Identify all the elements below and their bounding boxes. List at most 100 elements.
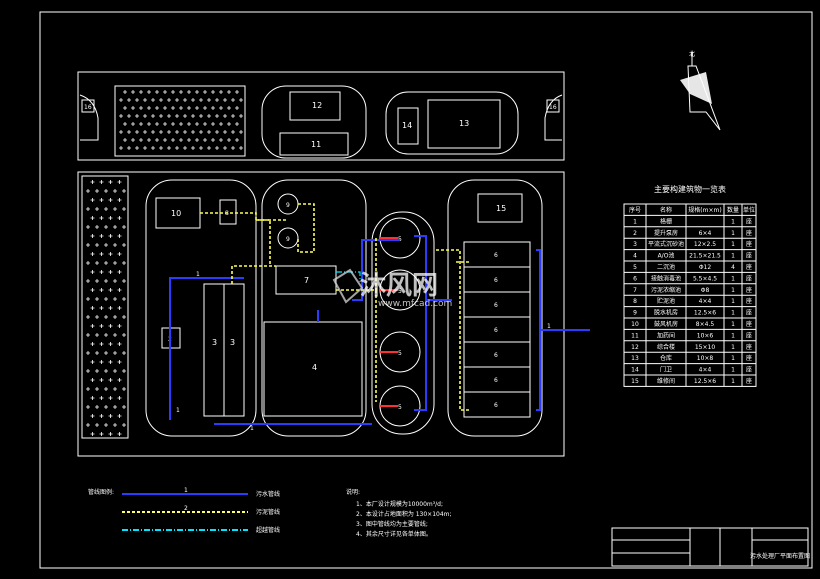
table-cell: 10×8 xyxy=(697,355,714,362)
table-cell: 13 xyxy=(631,355,639,362)
table-cell: 10 xyxy=(631,321,639,328)
contact-tank-label: 6 xyxy=(494,352,498,359)
unit-13-label: 13 xyxy=(459,119,469,128)
table-cell: 格栅 xyxy=(660,217,672,225)
table-cell: 6 xyxy=(633,275,637,282)
table-cell: 座 xyxy=(746,286,752,294)
sewage-pipelines xyxy=(169,235,590,425)
clarifier-label: 5 xyxy=(398,288,402,295)
table-cell: 3 xyxy=(633,241,637,248)
unit-11 xyxy=(279,132,349,156)
green-area-top xyxy=(114,85,246,157)
unit-16-right-label: 16 xyxy=(549,104,557,111)
table-cell: 座 xyxy=(746,309,752,317)
table-cell: 6×4 xyxy=(699,230,712,237)
contact-tank-label: 6 xyxy=(494,252,498,259)
pipe-label-1d: 1 xyxy=(547,323,551,330)
table-cell: 座 xyxy=(746,320,752,328)
table-cell: 1 xyxy=(731,332,735,339)
note-line: 1、本厂设计规模为10000m³/d; xyxy=(356,500,443,508)
table-cell: 加药间 xyxy=(657,331,675,339)
block-pretreatment xyxy=(145,179,257,437)
unit-7-label: 7 xyxy=(304,276,309,285)
table-cell: A/O池 xyxy=(658,252,675,260)
unit-14 xyxy=(397,107,419,145)
table-cell: 5.5×4.5 xyxy=(693,275,717,282)
table-cell: 座 xyxy=(746,377,752,385)
table-cell: 7 xyxy=(633,287,637,294)
unit-4-label: 4 xyxy=(312,363,317,372)
lower-zone-boundary xyxy=(77,171,565,457)
table-cell: 二沉池 xyxy=(657,263,675,271)
table-cell: 接触消毒池 xyxy=(651,274,681,282)
unit-13 xyxy=(427,99,501,149)
unit-14-label: 14 xyxy=(402,121,412,130)
table-cell: 10×6 xyxy=(697,332,714,339)
table-cell: Φ8 xyxy=(701,287,710,294)
block-warehouse xyxy=(385,91,519,155)
unit-3-label: 3 xyxy=(212,338,217,347)
unit-11-label: 11 xyxy=(311,140,321,149)
table-cell: 维修间 xyxy=(657,377,675,385)
table-cell: 座 xyxy=(746,343,752,351)
table-cell: 4 xyxy=(731,264,735,271)
gate-right xyxy=(544,94,563,141)
watermark-url: www.mfcad.com xyxy=(378,299,452,309)
table-cell: 1 xyxy=(731,378,735,385)
unit-9-top-label: 9 xyxy=(286,202,290,209)
table-cell: 12.5×6 xyxy=(694,378,716,385)
watermark: 沐风网 www.mfcad.com xyxy=(332,268,452,309)
table-cell: 鼓风机房 xyxy=(654,320,678,328)
unit-9-bottom-label: 9 xyxy=(286,236,290,243)
table-cell: 综合楼 xyxy=(657,343,675,351)
table-cell: 8×4.5 xyxy=(696,321,715,328)
table-cell: 8 xyxy=(633,298,637,305)
note-line: 2、本设计占地面积为 130×104m; xyxy=(356,510,452,518)
table-cell: 1 xyxy=(731,355,735,362)
legend-label: 超越管线 xyxy=(256,526,280,534)
legend-marker: 1 xyxy=(184,487,188,494)
table-cell: 15 xyxy=(631,378,639,385)
table-cell: 污泥浓缩池 xyxy=(651,286,681,294)
table-header-cell: 数量 xyxy=(727,206,739,214)
top-zone-boundary xyxy=(77,71,565,161)
table-cell: 15×10 xyxy=(695,344,715,351)
table-header-cell: 规格(m×m) xyxy=(688,206,721,214)
table-cell: 座 xyxy=(746,252,752,260)
green-hatch-top xyxy=(119,90,243,150)
drawing-title: 污水处理厂平面布置图 xyxy=(750,552,810,560)
table-cell: 1 xyxy=(731,287,735,294)
table-cell: 1 xyxy=(731,310,735,317)
unit-8 xyxy=(219,199,237,225)
unit-15-label: 15 xyxy=(496,204,506,213)
title-block xyxy=(611,527,809,567)
unit-4 xyxy=(263,321,363,417)
table-cell: 4×4 xyxy=(699,367,712,374)
table-cell: 11 xyxy=(631,332,639,339)
table-cell: 座 xyxy=(746,331,752,339)
table-cell: 21.5×21.5 xyxy=(689,253,721,260)
table-cell: 12×2.5 xyxy=(694,241,716,248)
table-cell: 1 xyxy=(731,241,735,248)
table-cell: 1 xyxy=(731,344,735,351)
table-cell: 座 xyxy=(746,240,752,248)
table-cell: 提升泵房 xyxy=(654,229,678,237)
table-cell: 贮泥池 xyxy=(657,297,675,305)
table-cell: 门卫 xyxy=(660,366,672,374)
green-area-left xyxy=(81,175,129,439)
unit-16-right xyxy=(546,99,560,113)
contact-tank-label: 6 xyxy=(494,327,498,334)
contact-tank-label: 6 xyxy=(494,277,498,284)
north-arrow xyxy=(680,52,721,131)
table-cell: 1 xyxy=(731,230,735,237)
table-cell: 座 xyxy=(746,274,752,282)
pipe-label-1c: 1 xyxy=(250,425,254,432)
note-line: 4、其余尺寸详见各单体图。 xyxy=(356,530,432,538)
legend-label: 污水管线 xyxy=(256,490,280,498)
legend-title: 管线图例: xyxy=(88,488,114,496)
